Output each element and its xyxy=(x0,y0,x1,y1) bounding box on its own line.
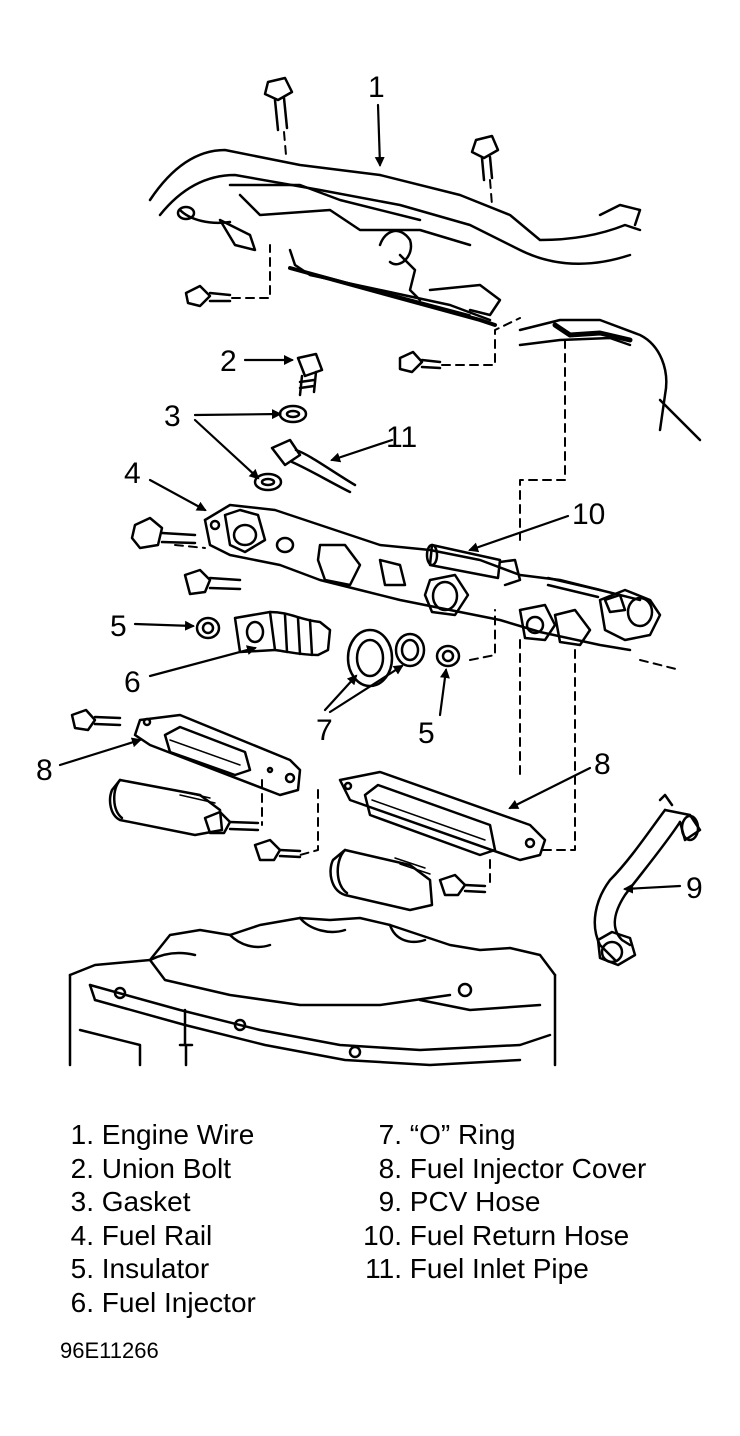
callout-5-right: 5 xyxy=(418,717,435,750)
fuel-inlet-pipe xyxy=(270,438,357,494)
callout-10: 10 xyxy=(572,498,605,531)
legend-number: 11. xyxy=(365,1253,402,1284)
bolt-right-1 xyxy=(398,350,442,374)
legend-label: Gasket xyxy=(101,1186,191,1217)
bolt-cover-right-2 xyxy=(438,873,487,897)
legend-item-fuel-return-hose: 10. Fuel Return Hose xyxy=(352,1219,646,1253)
legend-number: 1. xyxy=(70,1119,94,1150)
fuel-injector-cover-right xyxy=(338,770,547,862)
callout-11: 11 xyxy=(386,421,417,454)
leader-3b xyxy=(193,418,260,480)
leader-8a xyxy=(58,737,142,767)
union-bolt xyxy=(296,352,324,397)
gasket-lower xyxy=(253,472,283,492)
callout-9: 9 xyxy=(686,872,703,905)
callout-8-left: 8 xyxy=(36,754,53,787)
leader-6 xyxy=(148,645,257,678)
bolt-left-1 xyxy=(184,284,232,308)
legend-number: 10. xyxy=(363,1219,402,1251)
insulator-left xyxy=(195,616,221,640)
legend-label: Union Bolt xyxy=(101,1152,231,1184)
legend-number: 7. xyxy=(378,1119,402,1150)
legend-label: Fuel Inlet Pipe xyxy=(409,1253,589,1284)
legend-left-column: 1. Engine Wire 2. Union Bolt 3. Gasket 4… xyxy=(60,1118,256,1319)
callout-2: 2 xyxy=(220,345,237,378)
callout-3: 3 xyxy=(164,400,181,433)
gasket-upper xyxy=(278,404,308,424)
legend-label: “O” Ring xyxy=(409,1119,516,1150)
legend-label: Fuel Injector xyxy=(101,1286,256,1318)
legend-label: Engine Wire xyxy=(101,1119,255,1150)
fuel-injector-cover-left xyxy=(133,713,302,797)
leader-9 xyxy=(623,883,682,894)
leader-1 xyxy=(374,103,385,167)
o-ring-small xyxy=(394,632,426,668)
callout-7: 7 xyxy=(316,714,333,747)
legend-label: Fuel Injector Cover xyxy=(409,1152,647,1184)
callout-8-right: 8 xyxy=(594,748,611,781)
callout-5-left: 5 xyxy=(110,610,127,643)
pcv-hose xyxy=(593,793,702,967)
legend-right-column: 7. “O” Ring 8. Fuel Injector Cover 9. PC… xyxy=(352,1118,646,1286)
leader-3a xyxy=(193,409,282,420)
legend-item-union-bolt: 2. Union Bolt xyxy=(60,1152,256,1186)
legend-number: 9. xyxy=(378,1186,402,1217)
bolt-rail-left-2 xyxy=(183,568,242,596)
cylinder-head-outline xyxy=(518,318,702,442)
legend-number: 8. xyxy=(378,1152,402,1184)
legend-number: 3. xyxy=(70,1186,94,1217)
fuel-injector xyxy=(233,610,332,657)
injector-shield-right xyxy=(329,848,434,912)
insulator-right xyxy=(435,644,461,668)
figure-code: 96E11266 xyxy=(60,1338,159,1363)
legend-number: 4. xyxy=(70,1219,94,1251)
callout-6: 6 xyxy=(124,666,141,699)
legend-item-fuel-injector-cover: 8. Fuel Injector Cover xyxy=(352,1152,647,1186)
legend-item-pcv-hose: 9. PCV Hose xyxy=(352,1185,646,1219)
legend-item-gasket: 3. Gasket xyxy=(60,1185,256,1219)
bolt-cover-left-2 xyxy=(203,810,260,835)
leader-5b xyxy=(438,668,450,717)
callout-1: 1 xyxy=(368,71,385,104)
legend-item-insulator: 5. Insulator xyxy=(60,1252,256,1286)
bolt-cover-right-1 xyxy=(253,838,302,862)
fuel-return-hose xyxy=(425,543,602,599)
legend-label: PCV Hose xyxy=(409,1186,541,1217)
bolt-top-right xyxy=(470,134,500,182)
engine-wire xyxy=(148,148,642,327)
legend-item-fuel-inlet-pipe: 11. Fuel Inlet Pipe xyxy=(352,1252,646,1286)
leader-5a xyxy=(133,620,195,631)
legend-item-fuel-rail: 4. Fuel Rail xyxy=(60,1219,256,1253)
leader-11 xyxy=(330,438,394,463)
legend-label: Fuel Rail xyxy=(101,1219,213,1251)
bolt-rail-left-1 xyxy=(130,516,197,550)
legend-label: Fuel Return Hose xyxy=(409,1219,630,1251)
leader-8b xyxy=(508,766,592,810)
legend-item-o-ring: 7. “O” Ring xyxy=(352,1118,646,1152)
legend-item-engine-wire: 1. Engine Wire xyxy=(60,1118,256,1152)
exploded-diagram: 1 2 3 11 4 10 5 6 7 5 8 8 9 xyxy=(36,71,703,1067)
leader-4 xyxy=(148,478,207,512)
callout-4: 4 xyxy=(124,457,141,490)
cylinder-block xyxy=(68,916,557,1067)
leader-7b xyxy=(328,664,404,714)
leader-7a xyxy=(323,674,358,712)
legend-number: 6. xyxy=(70,1286,94,1318)
legend-number: 5. xyxy=(70,1253,94,1284)
legend-number: 2. xyxy=(70,1152,94,1184)
bolt-top-left xyxy=(263,76,294,132)
leader-10 xyxy=(468,514,570,553)
bolt-cover-left-1 xyxy=(70,708,122,732)
legend-label: Insulator xyxy=(101,1253,210,1284)
injector-shield-left xyxy=(108,778,224,837)
legend-item-fuel-injector: 6. Fuel Injector xyxy=(60,1286,256,1320)
